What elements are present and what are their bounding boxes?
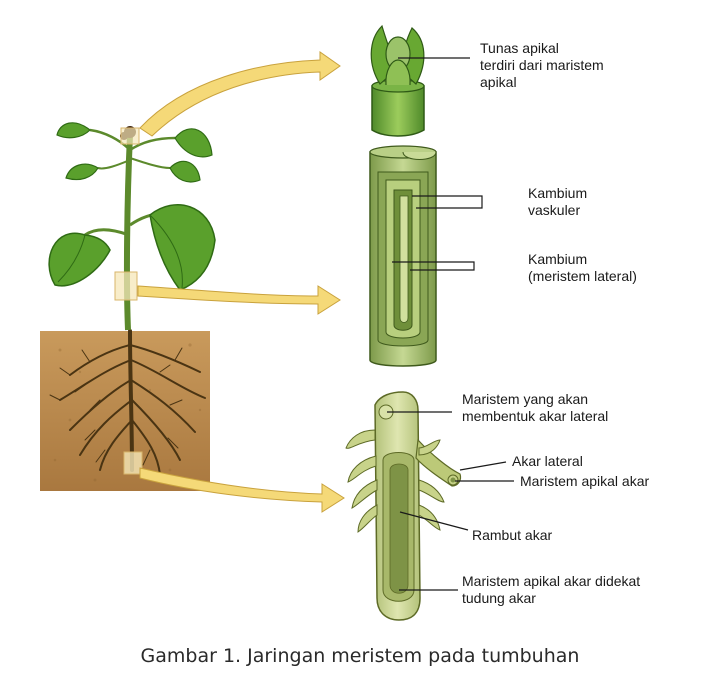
- plant-shoot: [48, 122, 216, 475]
- root-system: [49, 329, 206, 476]
- label-apical-bud-line2: terdiri dari maristem: [480, 57, 604, 73]
- arrow-to-root-tip: [139, 467, 345, 513]
- apical-region-highlight: [120, 127, 140, 145]
- label-vascular-cambium: Kambium vaskuler: [528, 185, 591, 218]
- label-lateral-root-meristem-line1: Maristem yang akan: [462, 391, 588, 407]
- stem-section-illustration: [369, 145, 437, 367]
- apical-bud-illustration: [370, 24, 425, 137]
- label-apical-bud-line3: apikal: [480, 74, 517, 90]
- root-region-highlight: [123, 451, 143, 475]
- label-apical-bud: Tunas apikal terdiri dari maristem apika…: [480, 40, 608, 90]
- label-lateral-cambium: Kambium (meristem lateral): [528, 251, 637, 284]
- label-root-hair: Rambut akar: [472, 527, 552, 543]
- label-lateral-root: Akar lateral: [512, 453, 583, 469]
- labels: Tunas apikal terdiri dari maristem apika…: [462, 40, 649, 606]
- label-lateral-root-meristem: Maristem yang akan membentuk akar latera…: [462, 391, 608, 424]
- label-root-apical-meristem: Maristem apikal akar: [520, 473, 649, 489]
- leaf-lower-left: [48, 232, 111, 287]
- label-vascular-cambium-line1: Kambium: [528, 185, 587, 201]
- figure-caption: Gambar 1. Jaringan meristem pada tumbuha…: [141, 645, 580, 667]
- label-lateral-root-meristem-line2: membentuk akar lateral: [462, 408, 608, 424]
- label-apical-bud-line1: Tunas apikal: [480, 40, 559, 56]
- arrow-to-apical-bud: [139, 51, 341, 137]
- label-root-cap-meristem-line2: tudung akar: [462, 590, 536, 606]
- callout-arrows: [137, 51, 345, 513]
- leader-lines: [387, 57, 514, 591]
- root-tip-illustration: [345, 391, 462, 621]
- leaf-upper-left: [56, 122, 99, 181]
- arrow-to-stem-section: [137, 285, 341, 315]
- label-root-cap-meristem-line1: Maristem apikal akar didekat: [462, 573, 640, 589]
- label-vascular-cambium-line2: vaskuler: [528, 202, 580, 218]
- leaf-upper-right: [169, 128, 213, 183]
- stem-region-highlight: [114, 271, 138, 301]
- label-lateral-cambium-line2: (meristem lateral): [528, 268, 637, 284]
- leaf-lower-right: [149, 204, 216, 291]
- label-root-cap-meristem: Maristem apikal akar didekat tudung akar: [462, 573, 644, 606]
- label-lateral-cambium-line1: Kambium: [528, 251, 587, 267]
